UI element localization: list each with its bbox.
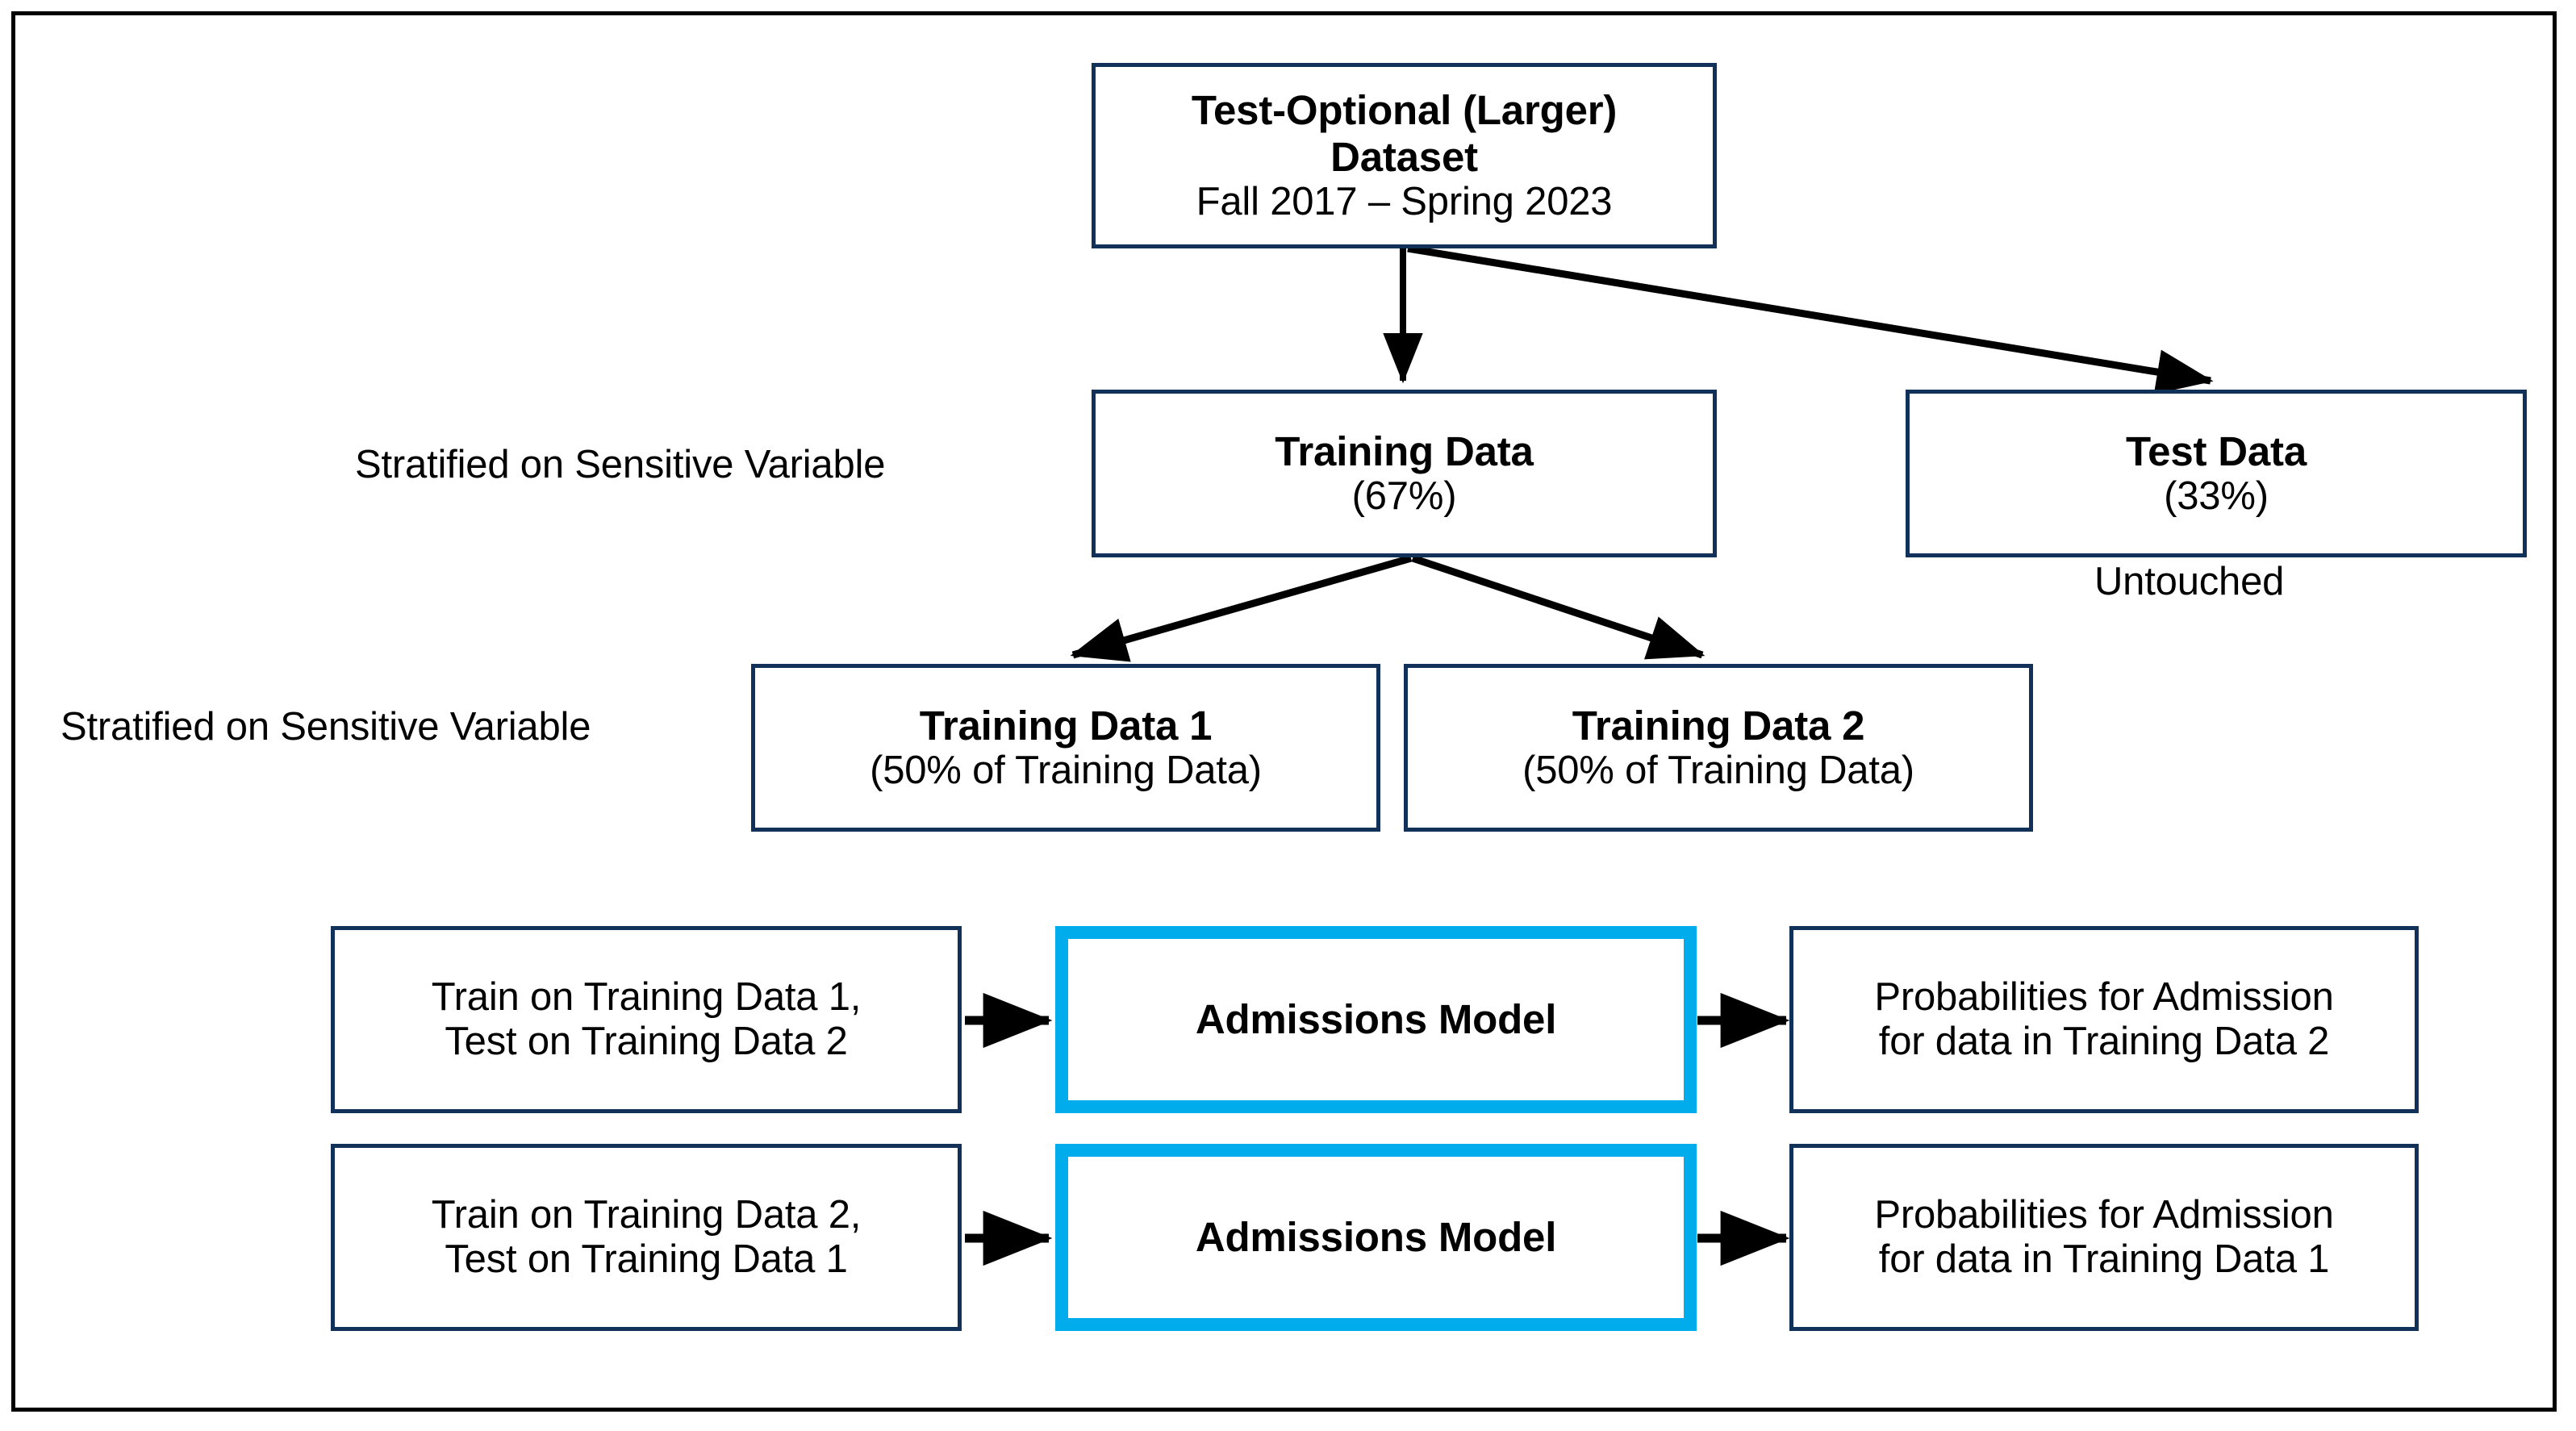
node-test-data-line-2: (33%) xyxy=(2164,474,2269,519)
node-output-a-line-2: for data in Training Data 2 xyxy=(1878,1020,2330,1063)
node-test-data[interactable]: Test Data (33%) xyxy=(1906,390,2527,557)
node-train-test-a-line-1: Train on Training Data 1, xyxy=(431,975,862,1020)
caption-stratified-top: Stratified on Sensitive Variable xyxy=(355,443,886,486)
node-admissions-model-a[interactable]: Admissions Model xyxy=(1055,926,1697,1113)
node-train-test-b-line-2: Test on Training Data 1 xyxy=(445,1237,848,1281)
node-training-data-1-line-1: Training Data 1 xyxy=(919,703,1213,749)
node-admissions-model-b-label: Admissions Model xyxy=(1195,1214,1557,1261)
caption-untouched: Untouched xyxy=(2094,560,2285,603)
node-training-data-2-line-1: Training Data 2 xyxy=(1572,703,1865,749)
node-dataset[interactable]: Test-Optional (Larger) Dataset Fall 2017… xyxy=(1092,63,1717,248)
node-training-data-2-line-2: (50% of Training Data) xyxy=(1522,749,1914,793)
node-admissions-model-b[interactable]: Admissions Model xyxy=(1055,1144,1697,1331)
node-admissions-model-a-label: Admissions Model xyxy=(1195,996,1557,1043)
node-training-data-2[interactable]: Training Data 2 (50% of Training Data) xyxy=(1404,664,2033,832)
node-dataset-line-2: Dataset xyxy=(1330,133,1478,180)
node-training-data[interactable]: Training Data (67%) xyxy=(1092,390,1717,557)
node-train-test-a-line-2: Test on Training Data 2 xyxy=(445,1020,848,1063)
node-training-data-1[interactable]: Training Data 1 (50% of Training Data) xyxy=(751,664,1380,832)
figure-outer-frame xyxy=(11,11,2557,1412)
node-output-b[interactable]: Probabilities for Admission for data in … xyxy=(1789,1144,2419,1331)
node-train-test-b-line-1: Train on Training Data 2, xyxy=(431,1193,862,1237)
node-output-a-line-1: Probabilities for Admission xyxy=(1874,975,2334,1020)
node-training-data-line-2: (67%) xyxy=(1351,474,1457,519)
node-output-b-line-1: Probabilities for Admission xyxy=(1874,1193,2334,1237)
node-test-data-line-1: Test Data xyxy=(2126,428,2307,474)
node-train-test-b[interactable]: Train on Training Data 2, Test on Traini… xyxy=(331,1144,962,1331)
node-train-test-a[interactable]: Train on Training Data 1, Test on Traini… xyxy=(331,926,962,1113)
node-training-data-1-line-2: (50% of Training Data) xyxy=(870,749,1262,793)
node-dataset-line-1: Test-Optional (Larger) xyxy=(1191,87,1618,134)
node-dataset-line-3: Fall 2017 – Spring 2023 xyxy=(1196,179,1613,223)
caption-stratified-bottom: Stratified on Sensitive Variable xyxy=(61,705,591,749)
node-output-a[interactable]: Probabilities for Admission for data in … xyxy=(1789,926,2419,1113)
node-output-b-line-2: for data in Training Data 1 xyxy=(1878,1237,2330,1281)
node-training-data-line-1: Training Data xyxy=(1275,428,1534,474)
